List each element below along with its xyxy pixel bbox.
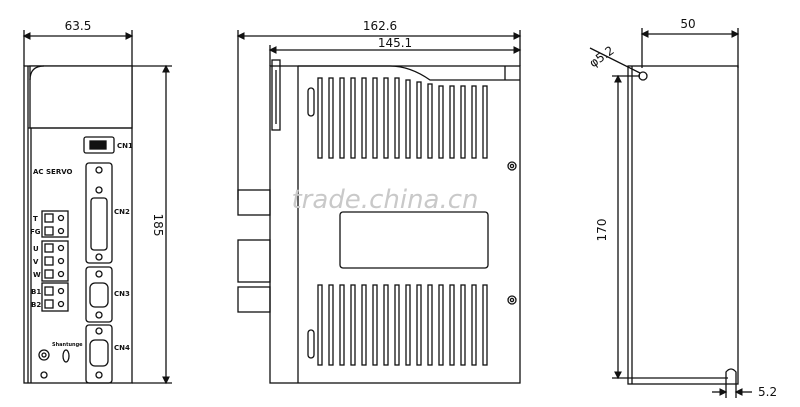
cn3-label: CN3 xyxy=(114,290,130,298)
back-view xyxy=(589,28,752,398)
back-hole-diameter-label: φ5.2 xyxy=(587,43,617,70)
terminal-t-label: T xyxy=(33,215,38,223)
front-height-label: 185 xyxy=(151,214,165,237)
back-mount-height-label: 170 xyxy=(595,219,609,242)
terminal-b1-label: B1 xyxy=(31,288,41,296)
cn3-connector xyxy=(85,266,113,323)
terminal-v-label: V xyxy=(33,258,39,266)
side-connector-mid xyxy=(237,239,271,283)
front-width-label: 63.5 xyxy=(65,19,92,33)
terminal-b2-label: B2 xyxy=(31,301,41,309)
front-view xyxy=(22,30,172,385)
side-view xyxy=(236,30,522,384)
brand-label: AC SERVO xyxy=(33,168,72,176)
watermark: trade.china.cn xyxy=(291,185,478,215)
back-width-label: 50 xyxy=(680,17,695,31)
back-plate xyxy=(627,65,739,385)
side-body-depth-label: 145.1 xyxy=(378,36,412,50)
upper-vent-slots xyxy=(317,77,488,159)
terminal-u-label: U xyxy=(33,245,39,253)
front-labels: 63.5 185 AC SERVO CN1 CN2 CN3 CN4 T FG U… xyxy=(30,19,165,352)
cn4-label: CN4 xyxy=(114,344,130,352)
side-connector-bottom xyxy=(237,286,271,313)
terminal-fg-label: FG xyxy=(30,228,41,236)
terminal-w-label: W xyxy=(33,271,41,279)
back-labels: 50 φ5.2 170 5.2 xyxy=(587,17,777,399)
side-labels: 162.6 145.1 xyxy=(363,19,412,50)
cn2-label: CN2 xyxy=(114,208,130,216)
side-center-panel xyxy=(339,211,489,269)
side-total-depth-label: 162.6 xyxy=(363,19,397,33)
back-mount-hole xyxy=(638,71,648,81)
cn4-connector xyxy=(85,324,113,384)
side-connector-top xyxy=(237,189,271,216)
back-slot-width-label: 5.2 xyxy=(758,385,777,399)
cn2-connector xyxy=(85,162,113,264)
cn1-connector xyxy=(83,136,115,154)
cn1-label: CN1 xyxy=(117,142,133,150)
back-mount-slot xyxy=(725,368,737,384)
front-top-cover xyxy=(29,65,133,129)
model-label: Shantunge xyxy=(52,342,83,348)
lower-vent-slots xyxy=(317,284,488,366)
hole-leader-line xyxy=(589,47,641,74)
